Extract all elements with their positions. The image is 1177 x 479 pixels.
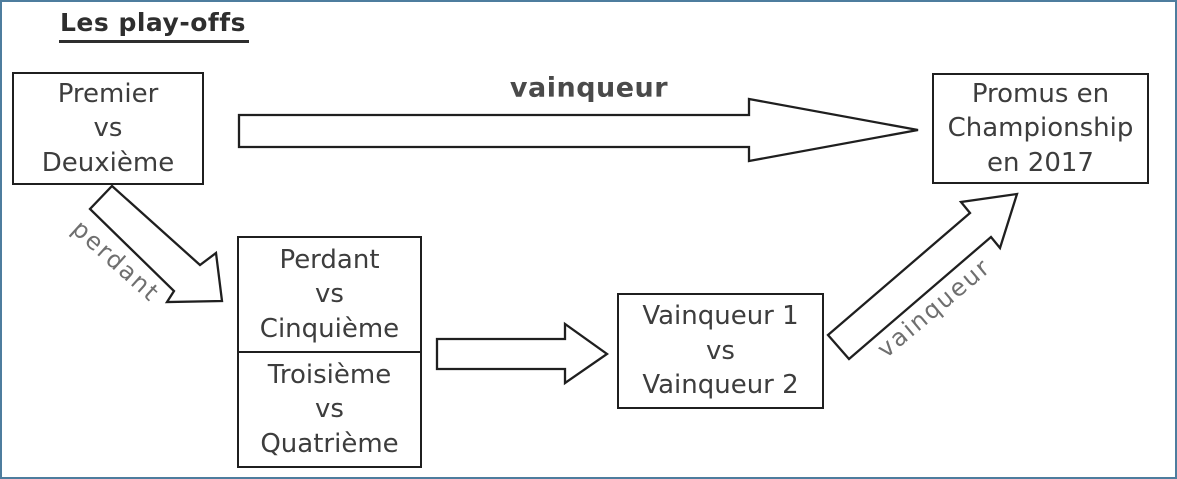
page-title: Les play-offs <box>59 8 250 43</box>
node-loser-vs-fifth-label: Perdant vs Cinquième <box>259 244 400 344</box>
node-third-vs-fourth-label: Troisième vs Quatrième <box>260 359 399 459</box>
node-promotion: Promus en Championship en 2017 <box>932 73 1149 184</box>
winner-top-arrow <box>237 97 919 163</box>
node-first-vs-second-label: Premier vs Deuxième <box>41 78 175 178</box>
node-promotion-label: Promus en Championship en 2017 <box>947 78 1134 178</box>
winner-diagonal-label: vainqueur <box>871 252 997 364</box>
node-final-match-label: Vainqueur 1 vs Vainqueur 2 <box>642 301 799 401</box>
winner-top-label: vainqueur <box>509 72 669 104</box>
semifinal-arrow <box>435 321 610 386</box>
node-final-match: Vainqueur 1 vs Vainqueur 2 <box>617 293 824 409</box>
node-first-vs-second: Premier vs Deuxième <box>12 72 204 185</box>
loser-label: perdant <box>66 214 166 308</box>
node-loser-vs-fifth: Perdant vs Cinquième <box>237 236 422 353</box>
node-third-vs-fourth: Troisième vs Quatrième <box>237 351 422 468</box>
